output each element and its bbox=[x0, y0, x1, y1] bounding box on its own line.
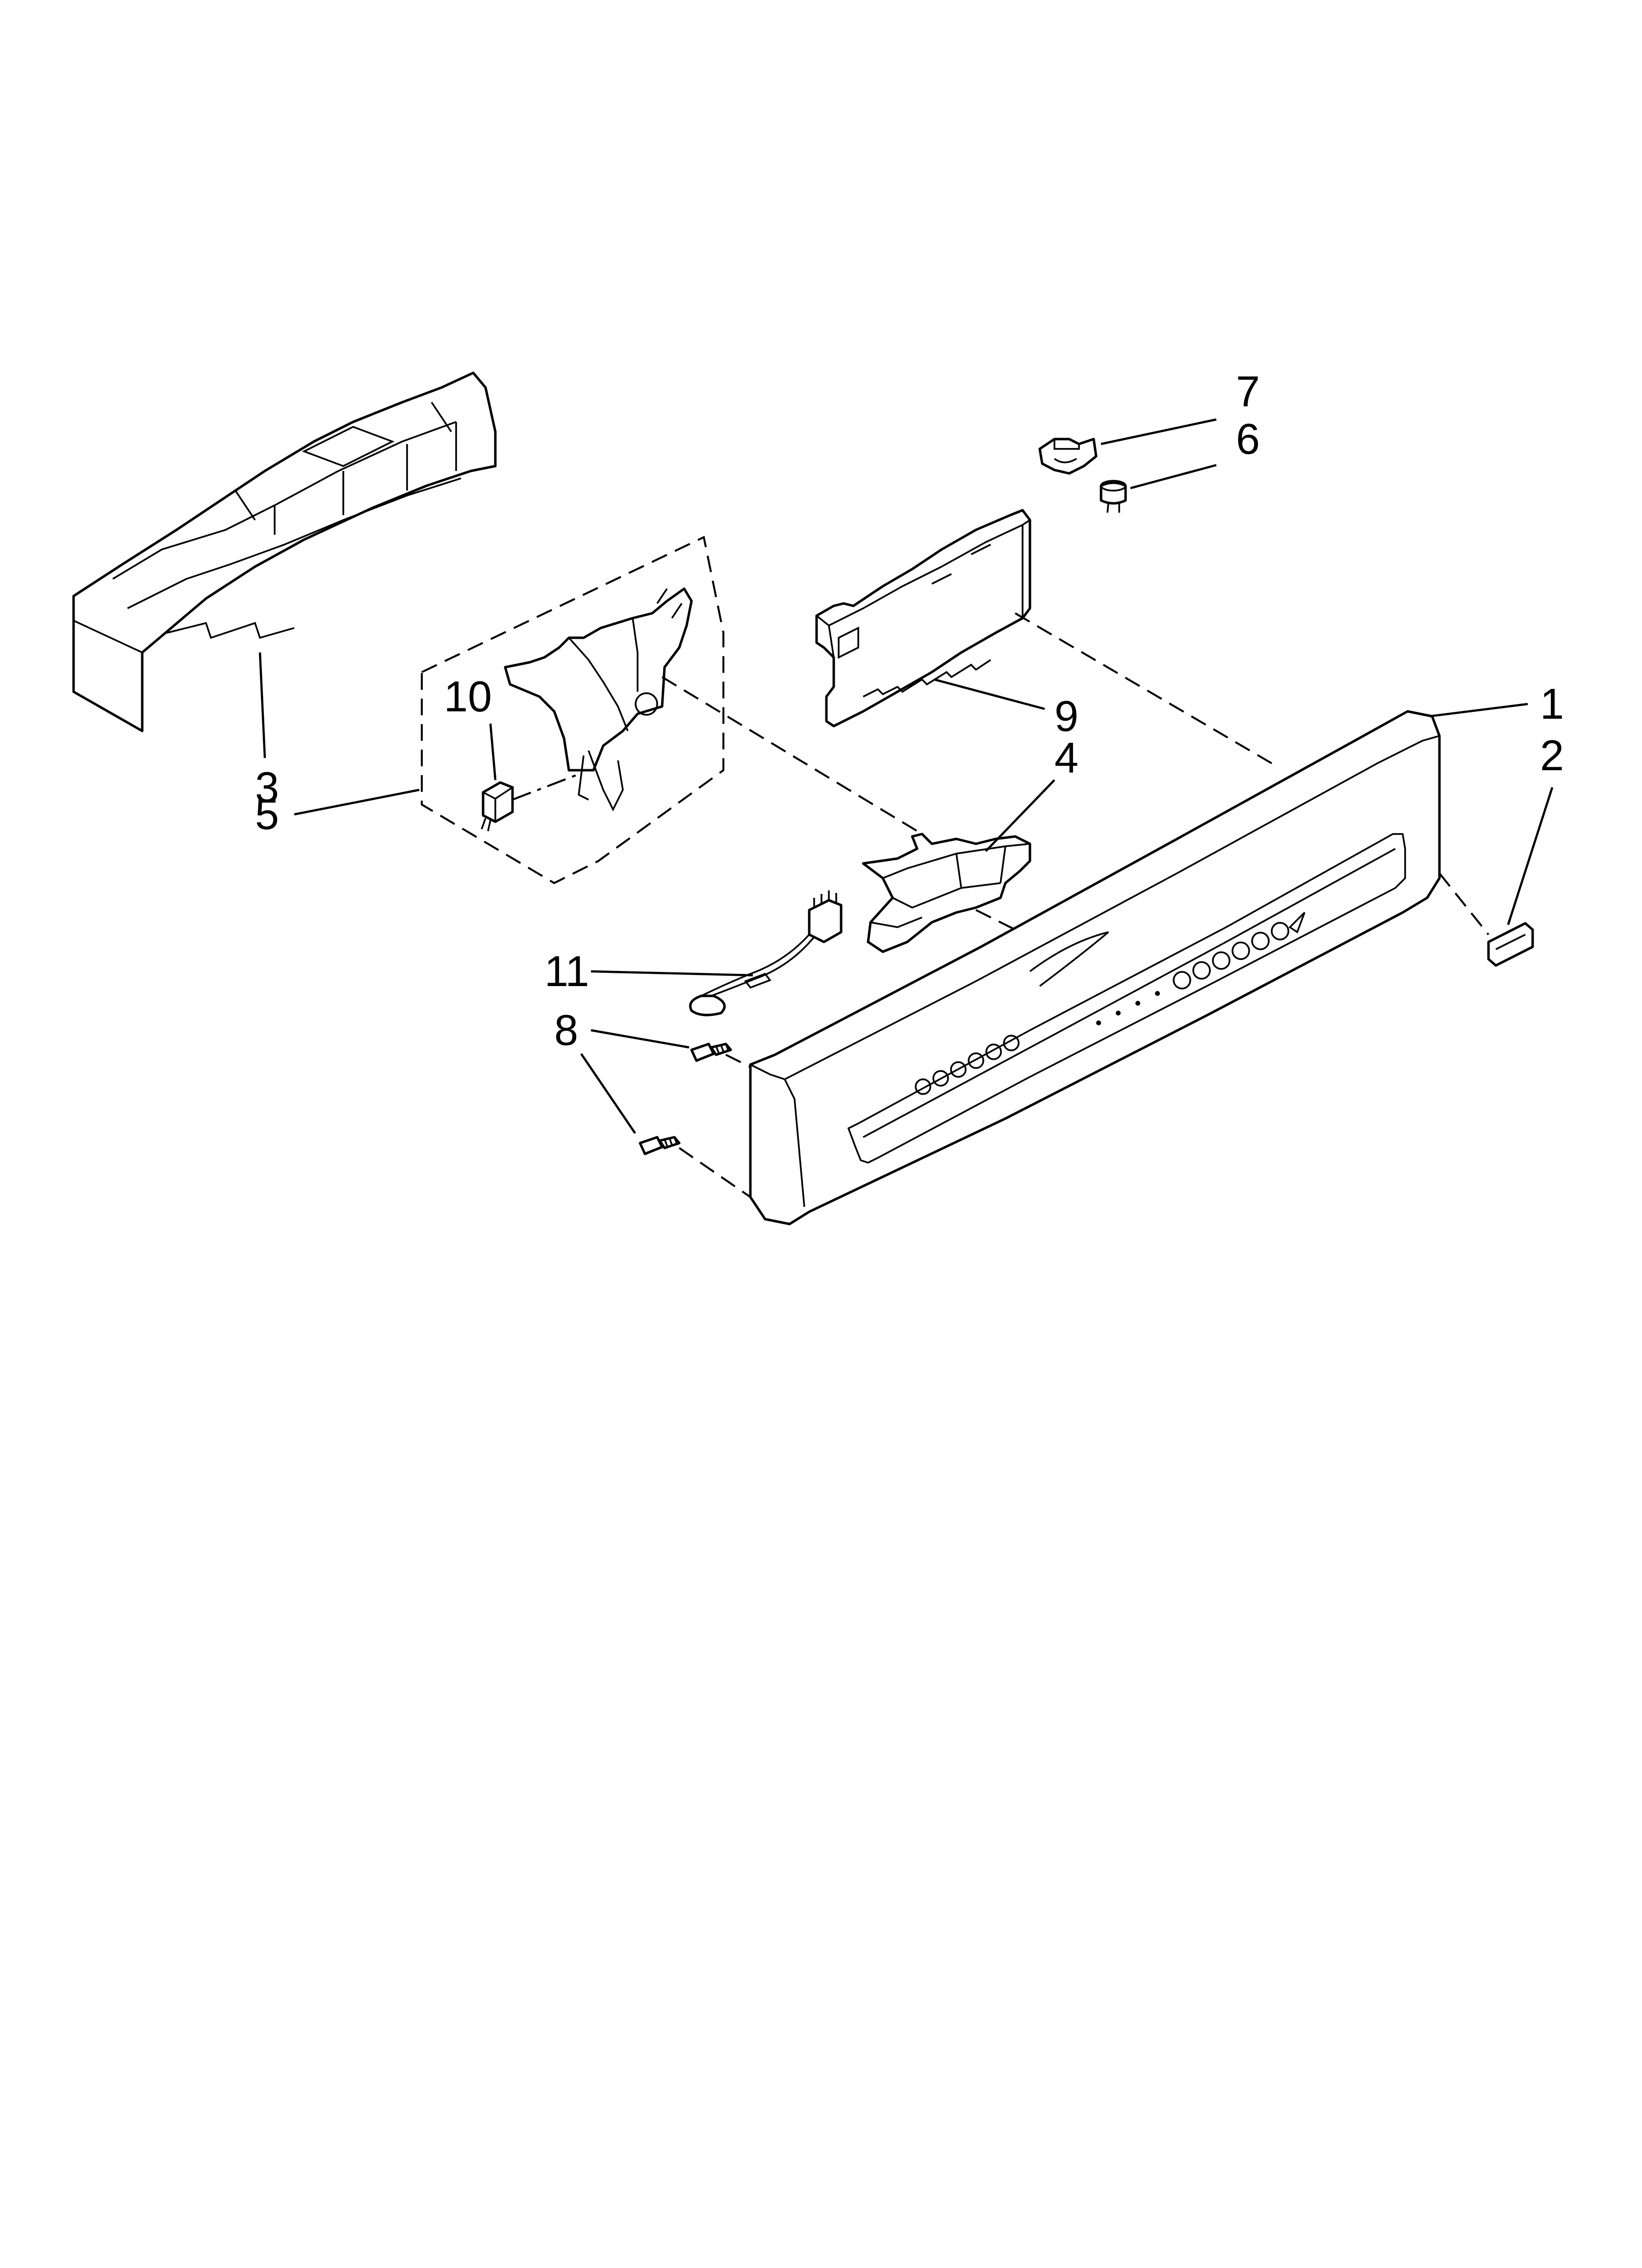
callout-labels: 7 6 10 3 5 9 4 1 2 11 8 bbox=[255, 367, 1564, 1054]
leader-arrows bbox=[258, 418, 1554, 1134]
callout-10: 10 bbox=[444, 672, 492, 721]
screw-lower-part[interactable] bbox=[639, 1136, 681, 1155]
handle-bracket-part[interactable] bbox=[862, 833, 1031, 953]
callout-3: 3 bbox=[255, 763, 279, 811]
console-panel-part[interactable] bbox=[749, 710, 1441, 1225]
callout-11: 11 bbox=[544, 947, 589, 995]
badge-part[interactable] bbox=[1487, 922, 1534, 967]
latch-mechanism-part[interactable] bbox=[504, 587, 693, 811]
screw-upper-part[interactable] bbox=[690, 1043, 732, 1062]
door-switch-part[interactable] bbox=[481, 774, 577, 832]
callout-5: 5 bbox=[255, 790, 279, 838]
wire-harness-part[interactable] bbox=[689, 890, 843, 1017]
holder-clip-part[interactable] bbox=[1038, 438, 1098, 475]
callout-8: 8 bbox=[554, 1006, 578, 1054]
callout-4: 4 bbox=[1054, 733, 1078, 782]
control-board-part[interactable] bbox=[815, 509, 1031, 728]
callout-6: 6 bbox=[1236, 415, 1260, 463]
assembly-lines bbox=[661, 612, 1489, 1198]
button-cap-part[interactable] bbox=[1100, 480, 1127, 513]
callout-9: 9 bbox=[1054, 692, 1078, 740]
callout-2: 2 bbox=[1540, 731, 1564, 780]
callout-1: 1 bbox=[1540, 679, 1564, 728]
latch-assembly-outline bbox=[421, 536, 724, 885]
rear-panel-part[interactable] bbox=[72, 371, 497, 732]
callout-7: 7 bbox=[1236, 367, 1260, 416]
